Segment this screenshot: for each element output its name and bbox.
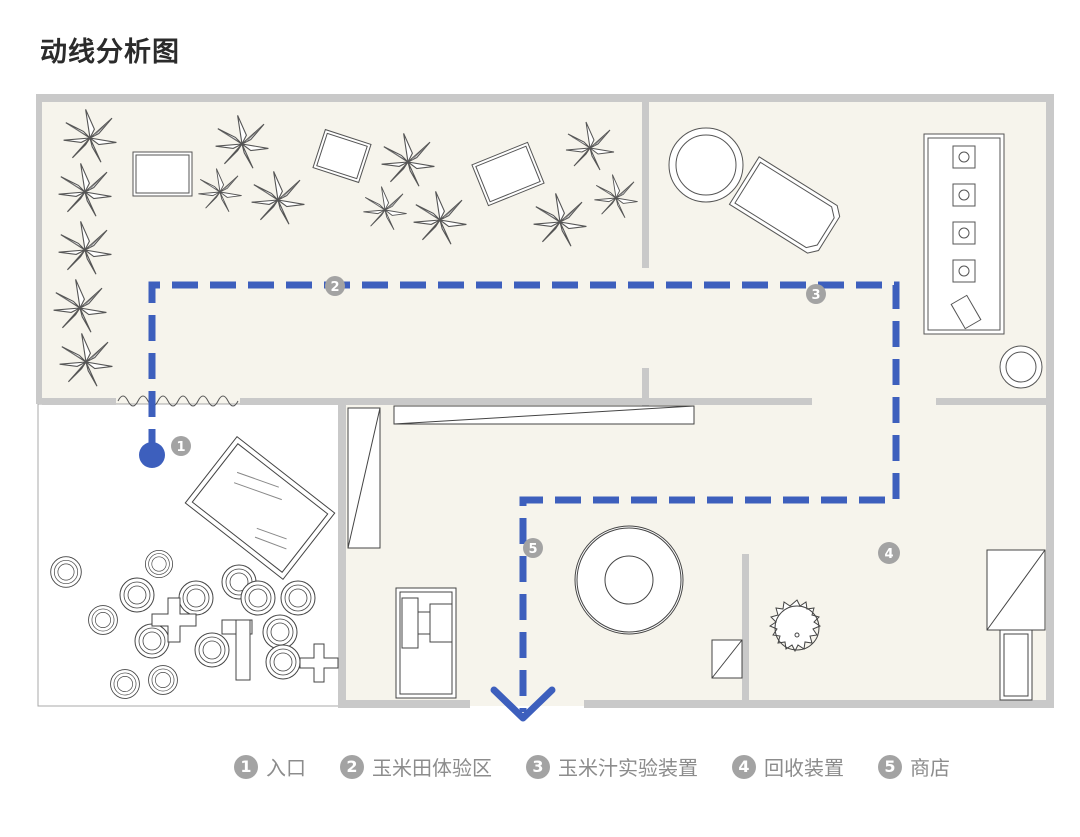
floor-plan: 1 2 3 4 5 [36, 94, 1054, 722]
legend-number: 1 [234, 754, 258, 779]
legend-item-recycling: 4 回收装置 [732, 752, 844, 781]
zone-marker-2: 2 [325, 276, 345, 296]
legend-label: 玉米汁实验装置 [558, 756, 698, 780]
entry-room-furniture [50, 436, 339, 699]
legend-number: 4 [732, 754, 756, 779]
route-line [148, 281, 900, 712]
page-title: 动线分析图 [40, 37, 180, 68]
legend: 1 入口 2 玉米田体验区 3 玉米汁实验装置 4 回收装置 5 商店 [234, 752, 950, 781]
field-info-panels [132, 128, 545, 207]
zone-marker-3: 3 [806, 284, 826, 304]
svg-text:1: 1 [176, 440, 185, 455]
zone-marker-5: 5 [523, 538, 543, 558]
legend-label: 入口 [266, 756, 306, 780]
route-start-dot [139, 442, 165, 468]
zone-marker-4: 4 [878, 542, 900, 564]
circulation-route [139, 281, 900, 722]
zone-marker-1: 1 [171, 436, 191, 456]
juice-lab-equipment [668, 127, 1043, 389]
legend-item-entrance: 1 入口 [234, 752, 306, 781]
legend-item-shop: 5 商店 [878, 752, 950, 781]
svg-text:2: 2 [330, 280, 339, 295]
legend-label: 玉米田体验区 [372, 756, 492, 780]
legend-number: 2 [340, 754, 364, 779]
legend-item-corn-field: 2 玉米田体验区 [340, 752, 492, 781]
lower-hall-furniture [347, 405, 1046, 701]
entrance-curtain [117, 395, 239, 407]
legend-label: 商店 [910, 756, 950, 780]
walls [36, 94, 1054, 708]
legend-item-juice-lab: 3 玉米汁实验装置 [526, 752, 698, 781]
legend-number: 5 [878, 754, 902, 779]
svg-text:4: 4 [884, 547, 893, 562]
legend-number: 3 [526, 754, 550, 779]
lower-hall [342, 404, 1052, 706]
legend-label: 回收装置 [764, 756, 844, 780]
svg-text:3: 3 [811, 288, 820, 303]
svg-text:5: 5 [528, 542, 537, 557]
route-end-arrow [490, 686, 556, 722]
